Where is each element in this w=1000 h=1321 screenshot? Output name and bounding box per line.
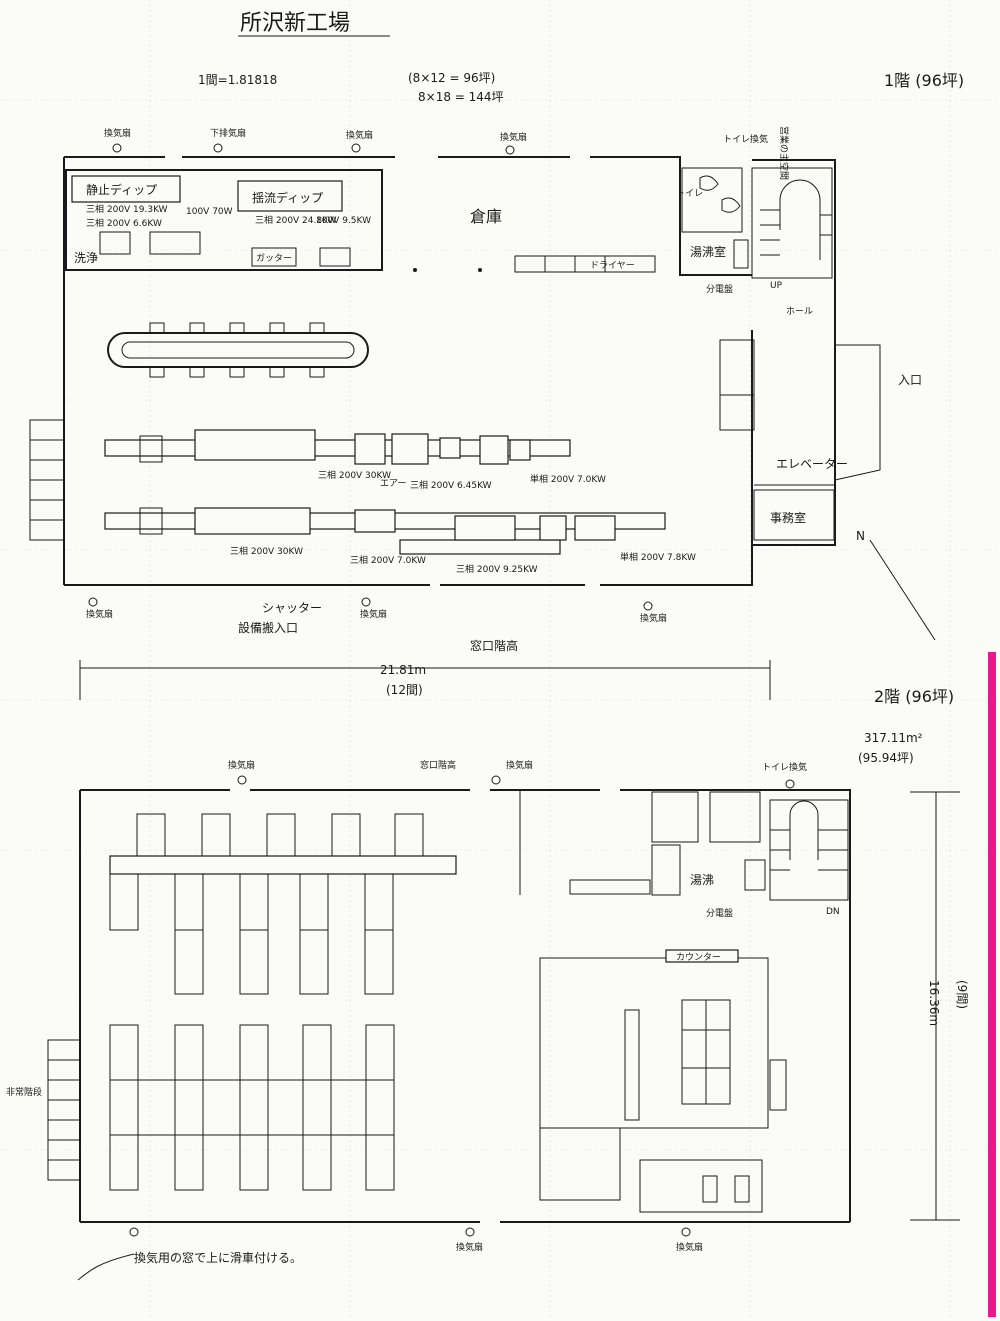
dip-room [65,169,383,271]
dryer-label: ドライヤー [590,260,635,271]
vent-label-3: 換気扇 [346,129,373,141]
panel-label: 分電盤 [706,283,733,295]
warehouse-shelves [413,255,656,273]
window-below-label: 窓口階高 [470,638,518,653]
note-arrow [77,1253,135,1281]
vent-fans-1f [88,143,653,611]
meeting-table-1f [107,322,369,378]
f2-window-height: 窓口階高 [420,759,456,771]
up-label: UP [770,281,783,291]
floor1-left-stairs [29,419,65,541]
floor2-panel: 分電盤 [706,907,733,919]
power-note-9: 三相 200V 30KW [230,545,303,557]
side-dim-length: 16.36m [927,980,941,1026]
vent-label-6: 換気扇 [360,608,387,620]
rinse-dip-label: 静止ディップ [86,182,157,197]
floor1-walls [63,156,836,586]
kitchen-label: 湯沸室 [690,244,726,259]
elevator-label: エレベーター [776,457,848,471]
vent-label-7: 換気扇 [640,612,667,624]
production-line-1 [104,429,571,465]
f2-vent-4: 換気扇 [676,1241,703,1253]
floor2-title: 2階 (96坪) [874,687,954,706]
floor1-title: 1階 (96坪) [884,71,964,90]
f2-toilet-fan: トイレ換気 [762,761,807,773]
power-note-11: 三相 200V 9.25KW [456,563,538,575]
power-note-3: 三相 200V 24.8KW [255,214,337,226]
stairs-note: 営業の主空間 [778,126,790,180]
power-note-4: 100V 9.5KW [316,216,371,226]
floor2-area-2: (95.94坪) [858,751,914,765]
hall-label: ホール [786,306,813,317]
power-note-8: 単相 200V 7.0KW [530,473,606,485]
wash-label: 洗浄 [74,251,98,265]
floor1-core [681,167,833,279]
margin-bar [988,652,996,1317]
f2-vent-1: 換気扇 [228,759,255,771]
toilet-label: トイレ [676,189,703,199]
counter-label: カウンター [676,952,721,963]
air-label-1: エアー [380,479,406,489]
office-label: 事務室 [770,510,806,525]
page-title: 所沢新工場 [240,11,350,36]
desks-lower [109,1024,395,1191]
scale-note: 1間=1.81818 [198,73,277,87]
power-note-7: 三相 200V 6.45KW [410,479,492,491]
vent-fans-2f [129,775,795,1237]
floor2-meeting-area [539,949,787,1213]
vent-label-2: 下排気扇 [210,127,246,139]
side-dimension [910,791,960,1221]
area-calc-2: 8×18 = 144坪 [418,90,504,104]
entrance-block [719,339,881,541]
dimension-line [79,660,771,700]
vent-label-1: 換気扇 [104,127,131,139]
power-note-2: 三相 200V 6.6KW [86,217,162,229]
production-line-2 [104,507,666,555]
power-note-12: 単相 200V 7.8KW [620,551,696,563]
floor2-area-1: 317.11m² [864,731,923,745]
power-note-10: 三相 200V 7.0KW [350,554,426,566]
flow-dip-label: 揺流ディップ [252,190,323,205]
f2-vent-2: 換気扇 [506,759,533,771]
side-dim-bays: (9間) [955,980,969,1009]
vent-label-5: 換気扇 [86,608,113,620]
north-line [869,539,936,641]
floor2-fire-stairs [47,1039,81,1181]
toilet-fan-label: トイレ換気 [723,133,768,145]
power-note-6: 三相 200V 30KW [318,469,391,481]
area-calc-1: (8×12 = 96坪) [408,71,495,85]
vent-label-4: 換気扇 [500,131,527,143]
power-note-5: 100V 70W [186,207,233,217]
entrance-label: 入口 [898,373,922,387]
floor2-walls [79,789,851,1223]
shutter-label: シャッター [262,601,322,615]
window-note: 換気用の窓で上に滑車付ける。 [134,1250,302,1265]
gutter-label: ガッター [256,253,292,264]
dimension-length: 21.81m [380,663,426,677]
fire-stairs-label: 非常階段 [6,1086,42,1098]
north-mark: N [856,529,865,543]
floor2-dn: DN [826,907,840,917]
power-note-1: 三相 200V 19.3KW [86,203,168,215]
warehouse-label: 倉庫 [470,207,502,226]
equip-in-label: 設備搬入口 [238,620,298,635]
floor2-core [569,791,849,901]
dimension-bays: (12間) [386,683,423,697]
desks-upper [109,813,457,995]
floor2-kitchen: 湯沸 [690,873,714,887]
f2-vent-3: 換気扇 [456,1241,483,1253]
